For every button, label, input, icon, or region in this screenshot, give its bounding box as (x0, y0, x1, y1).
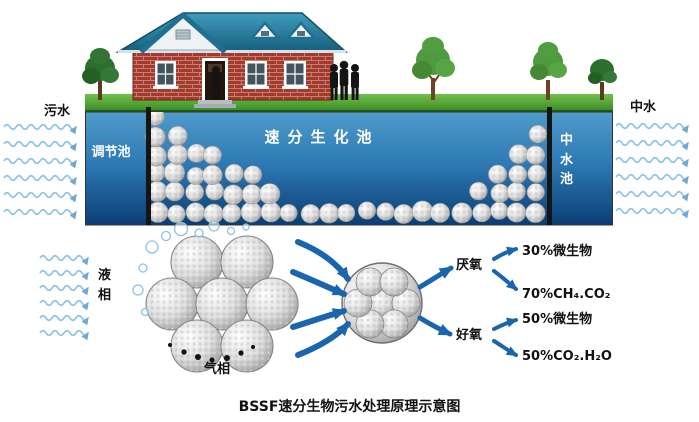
gable-vent (175, 29, 191, 40)
dormer (285, 21, 317, 40)
diagram-caption: BSSF速分生物污水处理原理示意图 (238, 399, 461, 415)
dormer (249, 21, 281, 40)
product-arrow (492, 339, 518, 357)
window (282, 61, 308, 89)
flow-arrow (295, 321, 351, 358)
outflow-label: 中水 (630, 100, 657, 115)
bubbles (132, 220, 250, 317)
bio-ball-cluster (145, 235, 299, 373)
to-aerobic-arrow (417, 315, 453, 337)
liquid-phase-label: 液相 (97, 268, 111, 303)
product-arrow (492, 269, 518, 291)
product-arrow (492, 246, 518, 261)
separation-wall-left (146, 107, 151, 225)
water-tank (85, 107, 613, 226)
flow-arrow (290, 308, 347, 330)
flow-arrow (295, 239, 351, 282)
tree-icon (530, 42, 567, 100)
separation-wall-right (547, 107, 552, 225)
product-70-ch4co2: 70%CH₄.CO₂ (522, 287, 611, 302)
window (153, 61, 178, 89)
anaerobic-label: 厌氧 (456, 258, 483, 273)
process-arrows (290, 239, 518, 358)
flow-arrow (290, 269, 347, 297)
bio-pool-label: 速分生化池 (264, 128, 380, 146)
product-arrow (492, 317, 518, 331)
regulating-pool-label: 调节池 (91, 145, 131, 160)
inflow-label: 污水 (44, 104, 71, 119)
to-anaerobic-arrow (417, 265, 454, 290)
product-30-biomass: 30%微生物 (522, 244, 593, 259)
gas-phase-label: 气相 (204, 362, 231, 377)
people-icon (212, 60, 359, 100)
outflow-waves (615, 122, 689, 219)
gas-phase-dots (168, 343, 255, 363)
trees (82, 37, 617, 100)
door-steps (198, 100, 232, 104)
house-illustration (115, 12, 348, 108)
product-50-biomass: 50%微生物 (522, 312, 593, 327)
window (243, 61, 269, 89)
inflow-waves (3, 123, 77, 220)
liquid-phase-waves (39, 254, 89, 341)
bio-ball-single (341, 262, 423, 344)
bio-ball-piles (145, 112, 547, 224)
tree-icon (412, 37, 455, 100)
tree-icon (82, 48, 119, 100)
product-50-co2h2o: 50%CO₂.H₂O (522, 349, 612, 364)
aerobic-label: 好氧 (456, 328, 483, 343)
tree-icon (588, 59, 617, 100)
reclaimed-pool-label: 中水池 (559, 133, 573, 187)
